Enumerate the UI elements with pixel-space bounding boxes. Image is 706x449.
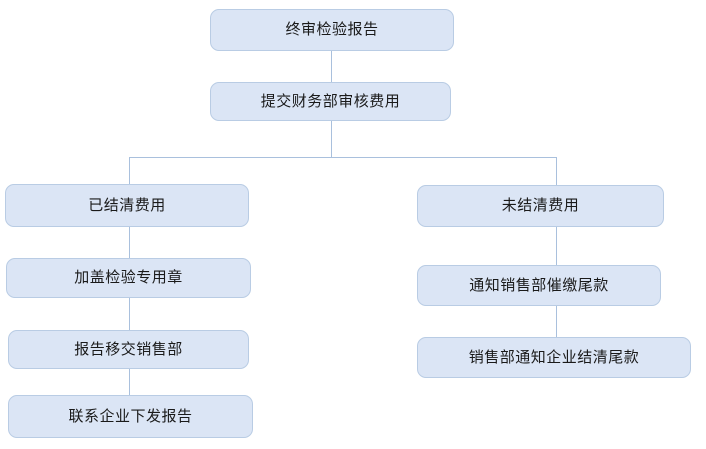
node-fee-unsettled[interactable]: 未结清费用	[417, 185, 664, 227]
node-label: 终审检验报告	[285, 21, 379, 38]
node-notify-sales-collect-balance[interactable]: 通知销售部催缴尾款	[417, 265, 661, 306]
node-transfer-report-to-sales[interactable]: 报告移交销售部	[8, 330, 249, 369]
node-label: 提交财务部审核费用	[260, 92, 401, 110]
connector-split-bar	[129, 157, 557, 158]
connector-n2-split-stem	[331, 120, 332, 157]
connector-n3-n4	[129, 226, 130, 258]
connector-n1-n2	[331, 50, 332, 82]
node-sales-notify-enterprise-settle-balance[interactable]: 销售部通知企业结清尾款	[417, 337, 691, 378]
node-label: 销售部通知企业结清尾款	[468, 348, 640, 366]
node-final-inspection-report[interactable]: 终审检验报告	[210, 9, 454, 51]
node-submit-finance-review-fee[interactable]: 提交财务部审核费用	[210, 82, 451, 121]
node-label: 已结清费用	[88, 196, 166, 214]
node-label: 加盖检验专用章	[74, 269, 183, 286]
connector-n8-n9	[556, 305, 557, 337]
connector-split-to-n7	[556, 157, 557, 185]
node-fee-settled[interactable]: 已结清费用	[5, 184, 249, 227]
node-label: 未结清费用	[501, 197, 580, 214]
connector-n4-n5	[129, 297, 130, 330]
node-label: 报告移交销售部	[74, 340, 183, 358]
node-affix-inspection-seal[interactable]: 加盖检验专用章	[6, 258, 251, 298]
connector-n5-n6	[129, 368, 130, 395]
connector-split-to-n3	[129, 157, 130, 184]
node-label: 通知销售部催缴尾款	[469, 276, 609, 294]
node-contact-enterprise-issue-report[interactable]: 联系企业下发报告	[8, 395, 253, 438]
node-label: 联系企业下发报告	[68, 407, 193, 425]
connector-n7-n8	[556, 226, 557, 265]
